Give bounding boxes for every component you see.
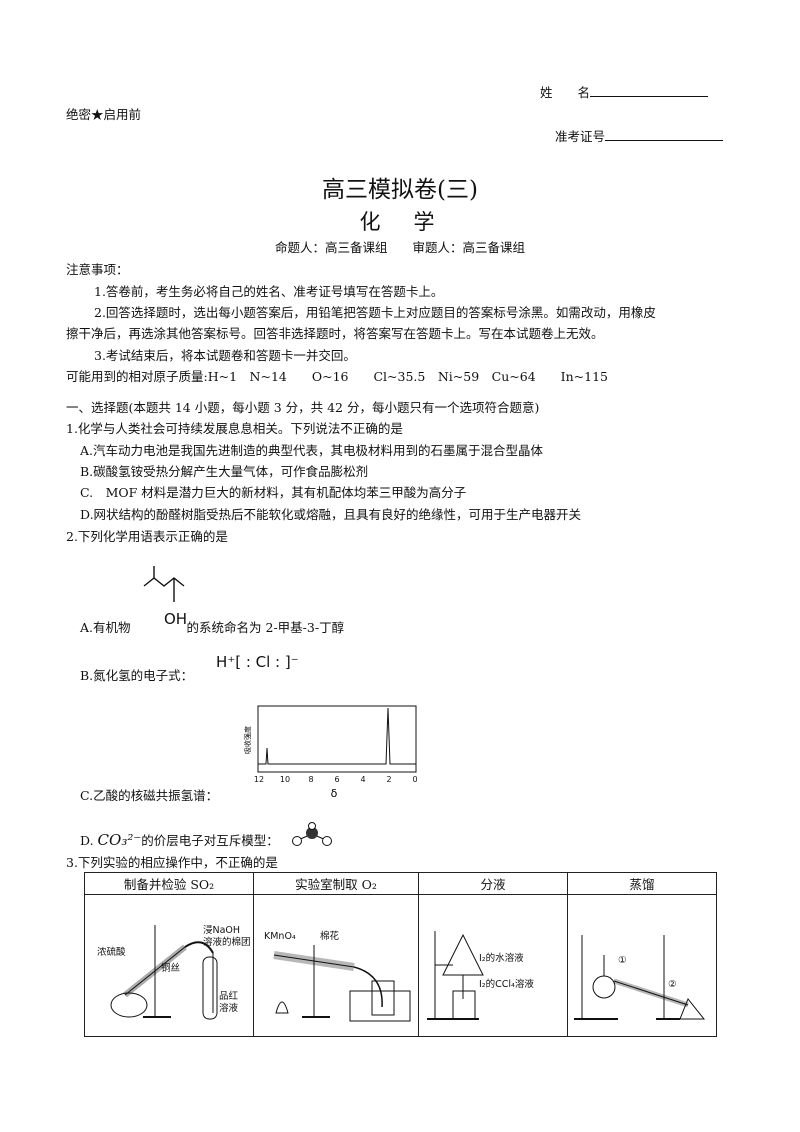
header-so2: 制备并检验 SO₂ bbox=[84, 872, 254, 895]
o2-apparatus-image: KMnO₄ 棉花 bbox=[264, 930, 411, 1022]
electron-formula: H⁺[ : Cl : ]⁻ bbox=[216, 653, 299, 671]
i2-water-label: I₂的水溶液 bbox=[479, 952, 524, 964]
nmr-tick: 8 bbox=[308, 775, 313, 784]
condenser-circle-1: ① bbox=[618, 955, 627, 966]
q2-d-suffix: 的价层电子对互斥模型： bbox=[141, 833, 279, 848]
section-1-heading: 一、选择题(本题共 14 小题，每小题 3 分，共 42 分，每小题只有一个选项… bbox=[66, 400, 540, 415]
q1-option-a[interactable]: A.汽车动力电池是我国先进制造的典型代表，其电极材料用到的石墨属于混合型晶体 bbox=[80, 443, 544, 458]
i2-ccl4-label: I₂的CCl₄溶液 bbox=[479, 978, 534, 990]
name-blank[interactable] bbox=[590, 84, 709, 97]
cell-distillation-apparatus[interactable]: ① ② bbox=[567, 894, 717, 1037]
pinhong-label-2: 溶液 bbox=[219, 1002, 239, 1014]
carbonate-formula: CO₃²⁻ bbox=[97, 831, 142, 849]
cu-label: 铜丝 bbox=[161, 962, 180, 974]
q2-a-prefix: A.有机物 bbox=[80, 620, 131, 635]
cotton-label: 棉花 bbox=[320, 930, 340, 942]
hydroxyl-label: OH bbox=[164, 610, 188, 628]
q1-option-c[interactable]: C. MOF 材料是潜力巨大的新材料，其有机配体均苯三甲酸为高分子 bbox=[80, 485, 467, 500]
nmr-x-label: δ bbox=[331, 787, 338, 800]
naoh-label-1: 浸NaOH bbox=[203, 925, 240, 936]
q1-stem: 1.化学与人类社会可持续发展息息相关。下列说法不正确的是 bbox=[66, 421, 403, 436]
q2-a-suffix: 的系统命名为 2-甲基-3-丁醇 bbox=[186, 620, 345, 635]
name-field: 姓 名 bbox=[540, 82, 709, 103]
nmr-tick: 0 bbox=[412, 775, 417, 784]
nmr-tick: 12 bbox=[254, 775, 264, 784]
exam-number-field: 准考证号 bbox=[555, 126, 724, 147]
paper-title: 高三模拟卷(三) bbox=[322, 177, 478, 203]
nmr-tick: 10 bbox=[280, 775, 290, 784]
header-o2: 实验室制取 O₂ bbox=[253, 872, 419, 895]
electron-formula-cl: [ : Cl : ]⁻ bbox=[235, 653, 299, 671]
table-image-row: 浸NaOH 溶液的棉团 浓硫酸 铜丝 品红 溶液 K bbox=[84, 894, 717, 1037]
naoh-label-2: 溶液的棉团 bbox=[203, 936, 251, 948]
table-header-row: 制备并检验 SO₂ 实验室制取 O₂ 分液 蒸馏 bbox=[84, 872, 717, 895]
header-distillation: 蒸馏 bbox=[567, 872, 717, 895]
nmr-spectrum: 12 10 8 6 4 2 0 δ 吸收强度 bbox=[243, 705, 418, 800]
h2so4-label: 浓硫酸 bbox=[97, 946, 126, 958]
header-separation: 分液 bbox=[418, 872, 568, 895]
skeletal-formula-image bbox=[143, 566, 185, 602]
note-item-1: 1.答卷前，考生务必将自己的姓名、准考证号填写在答题卡上。 bbox=[94, 284, 444, 299]
experiment-table: 制备并检验 SO₂ 实验室制取 O₂ 分液 蒸馏 浸NaOH 溶液的棉团 浓硫酸… bbox=[84, 872, 717, 1037]
so2-apparatus-image: 浸NaOH 溶液的棉团 浓硫酸 铜丝 品红 溶液 bbox=[97, 925, 251, 1020]
exam-number-blank[interactable] bbox=[605, 128, 724, 141]
nmr-trace bbox=[258, 707, 416, 765]
kmno4-label: KMnO₄ bbox=[264, 931, 296, 942]
nmr-y-label: 吸收强度 bbox=[243, 726, 252, 754]
subject-title: 化 学 bbox=[359, 210, 441, 234]
separatory-funnel-image: I₂的水溶液 I₂的CCl₄溶液 bbox=[427, 931, 534, 1020]
note-item-2b: 擦干净后，再选涂其他答案标号。回答非选择题时，将答案写在答题卡上。写在本试题卷上… bbox=[66, 326, 604, 341]
distillation-apparatus-image: ① ② bbox=[574, 935, 706, 1020]
nmr-tick: 6 bbox=[334, 775, 339, 784]
vsepr-model-image bbox=[292, 822, 332, 846]
q1-option-b[interactable]: B.碳酸氢铵受热分解产生大量气体，可作食品膨松剂 bbox=[80, 464, 369, 479]
atomic-masses: 可能用到的相对原子质量:H~1 N~14 O~16 Cl~35.5 Ni~59 … bbox=[66, 369, 608, 384]
exam-number-label: 准考证号 bbox=[555, 129, 606, 144]
q3-stem: 3.下列实验的相应操作中，不正确的是 bbox=[66, 855, 278, 870]
authors-line: 命题人：高三备课组 审题人：高三备课组 bbox=[274, 240, 525, 255]
q2-stem: 2.下列化学用语表示正确的是 bbox=[66, 529, 228, 544]
cell-o2-apparatus[interactable]: KMnO₄ 棉花 bbox=[253, 894, 419, 1037]
secret-mark: 绝密★启用前 bbox=[66, 107, 142, 122]
nmr-tick-labels: 12 10 8 6 4 2 0 bbox=[254, 775, 418, 784]
pinhong-label-1: 品红 bbox=[219, 990, 239, 1002]
name-label: 姓 名 bbox=[540, 85, 591, 100]
cell-separation-apparatus[interactable]: I₂的水溶液 I₂的CCl₄溶液 bbox=[418, 894, 568, 1037]
q1-option-d[interactable]: D.网状结构的酚醛树脂受热后不能软化或熔融，且具有良好的绝缘性，可用于生产电器开… bbox=[80, 507, 582, 522]
note-item-2a: 2.回答选择题时，选出每小题答案后，用铅笔把答题卡上对应题目的答案标号涂黑。如需… bbox=[94, 305, 656, 320]
electron-formula-h: H⁺ bbox=[216, 653, 236, 671]
cell-so2-apparatus[interactable]: 浸NaOH 溶液的棉团 浓硫酸 铜丝 品红 溶液 bbox=[84, 894, 254, 1037]
nmr-frame bbox=[257, 705, 417, 773]
notes-heading: 注意事项： bbox=[66, 262, 129, 277]
nmr-tick: 2 bbox=[386, 775, 391, 784]
q2-d-prefix: D. bbox=[80, 833, 94, 848]
note-item-3: 3.考试结束后，将本试题卷和答题卡一并交回。 bbox=[94, 348, 356, 363]
nmr-tick: 4 bbox=[360, 775, 365, 784]
condenser-circle-2: ② bbox=[668, 979, 677, 990]
q2-option-a[interactable]: A.有机物 的系统命名为 2-甲基-3-丁醇 bbox=[80, 617, 344, 638]
q2-option-c[interactable]: C.乙酸的核磁共振氢谱： bbox=[80, 788, 219, 803]
q2-option-b[interactable]: B.氮化氢的电子式： bbox=[80, 668, 194, 683]
q2-option-d[interactable]: D. CO₃²⁻的价层电子对互斥模型： bbox=[80, 830, 279, 851]
